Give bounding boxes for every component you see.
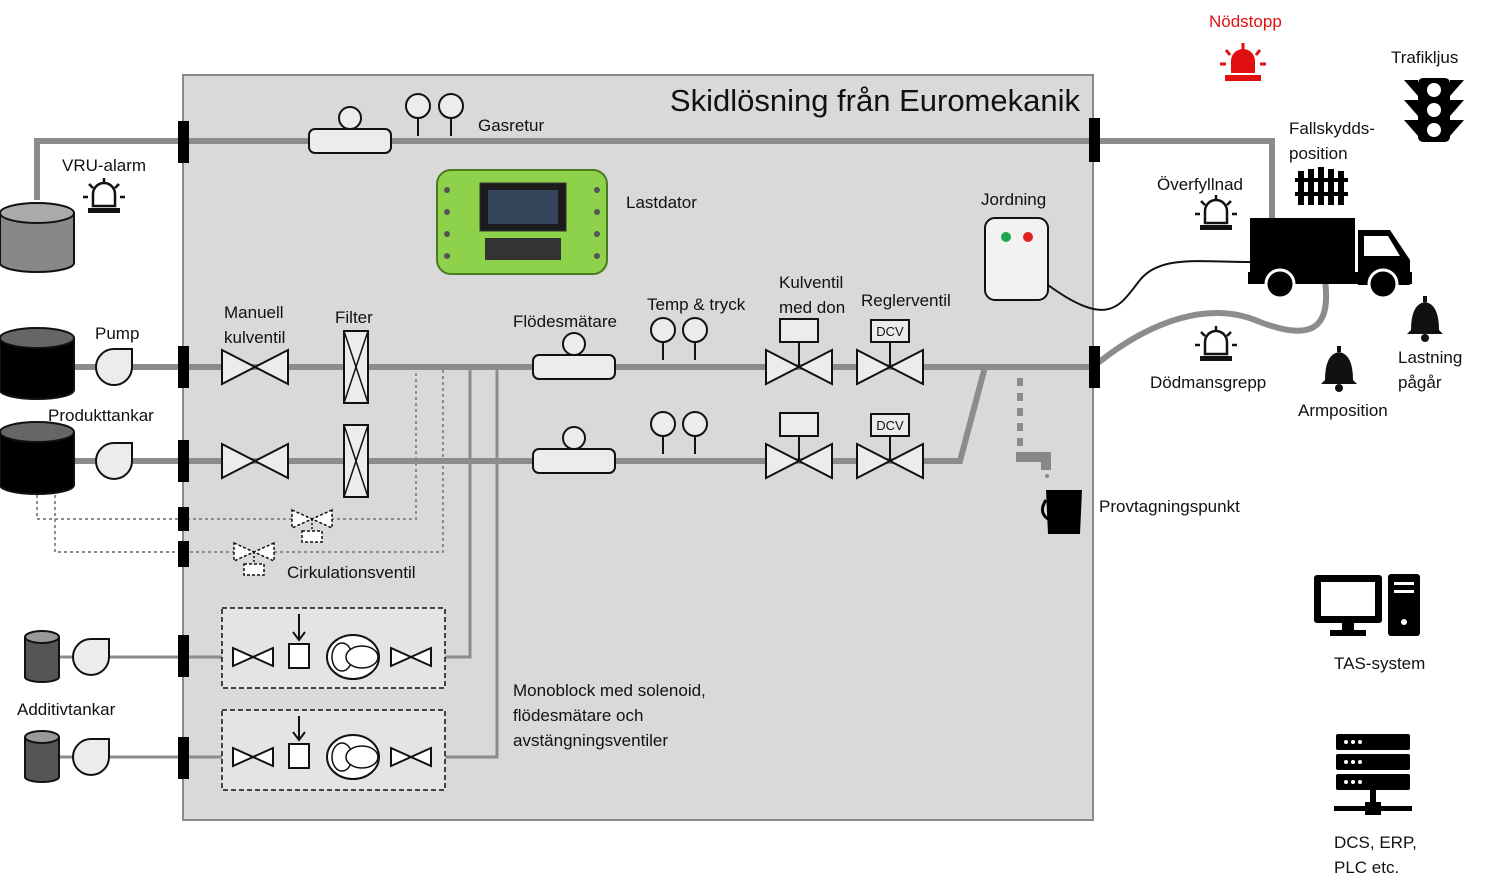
truck-icon bbox=[1248, 218, 1412, 300]
armposition-label: Armposition bbox=[1298, 401, 1388, 420]
loading-arm bbox=[1091, 279, 1330, 370]
additive-line-1 bbox=[60, 367, 472, 659]
vru-alarm-label: VRU-alarm bbox=[62, 156, 146, 175]
filter-2-icon bbox=[343, 424, 369, 498]
tas-label: TAS-system bbox=[1334, 654, 1425, 673]
monoblock-2 bbox=[221, 709, 446, 791]
additive-pump-1-icon bbox=[72, 638, 110, 676]
additive-line-2 bbox=[60, 367, 499, 759]
deadman-siren-icon bbox=[1193, 324, 1239, 363]
product-line-2 bbox=[74, 366, 988, 464]
lastning-label-1: Lastning bbox=[1398, 348, 1462, 367]
cirkulationsventil-label: Cirkulationsventil bbox=[287, 563, 416, 582]
additive-tank-1-icon bbox=[24, 630, 60, 683]
product-tank-1-icon bbox=[0, 327, 75, 400]
manuell-kulventil-label-1: Manuell bbox=[224, 303, 284, 322]
kulventil-label-1: Kulventil bbox=[779, 273, 843, 292]
filter-1-icon bbox=[343, 330, 369, 404]
additive-tank-2-icon bbox=[24, 730, 60, 783]
control-valve-2-icon: DCV bbox=[856, 413, 924, 479]
flodesmatare-label: Flödesmätare bbox=[513, 312, 617, 331]
dodmansgrepp-label: Dödmansgrepp bbox=[1150, 373, 1266, 392]
traffic-light-icon bbox=[1404, 78, 1464, 142]
overfill-siren-icon bbox=[1193, 193, 1239, 232]
monoblock-label-2: flödesmätare och bbox=[513, 706, 643, 725]
bucket-icon bbox=[1040, 490, 1082, 534]
actuated-ball-valve-1-icon bbox=[765, 318, 833, 385]
kulventil-label-2: med don bbox=[779, 298, 845, 317]
provtagningspunkt-label: Provtagningspunkt bbox=[1099, 497, 1240, 516]
vru-tank-icon bbox=[0, 202, 75, 273]
additive-pump-2-icon bbox=[72, 738, 110, 776]
control-valve-1-icon: DCV bbox=[856, 319, 924, 385]
fence-icon bbox=[1295, 167, 1348, 205]
arm-position-bell-icon bbox=[1321, 346, 1357, 392]
product-tank-2-icon bbox=[0, 421, 75, 495]
monoblock-1 bbox=[221, 607, 446, 689]
dcv-label: DCV bbox=[876, 324, 904, 339]
fallskydd-label-1: Fallskydds- bbox=[1289, 119, 1375, 138]
grounding-cable bbox=[1047, 260, 1251, 311]
overfyllnad-label: Överfyllnad bbox=[1157, 175, 1243, 194]
manuell-kulventil-label-2: kulventil bbox=[224, 328, 285, 347]
flanges bbox=[178, 118, 1100, 779]
lastdator-icon bbox=[436, 169, 608, 275]
reglerventil-label: Reglerventil bbox=[861, 291, 951, 310]
dcs-label-2: PLC etc. bbox=[1334, 858, 1399, 877]
monitor-icon bbox=[1314, 574, 1420, 636]
gas-return-pipe bbox=[34, 138, 1275, 220]
pump-1-icon bbox=[95, 348, 133, 386]
dcv-label: DCV bbox=[876, 418, 904, 433]
fallskydd-label-2: position bbox=[1289, 144, 1348, 163]
emergency-stop-siren-icon bbox=[1218, 41, 1268, 83]
filter-label: Filter bbox=[335, 308, 373, 327]
vru-siren-icon bbox=[81, 176, 127, 215]
monoblock-label-3: avstängningsventiler bbox=[513, 731, 668, 750]
lastning-label-2: pågår bbox=[1398, 373, 1442, 392]
monoblock-label-1: Monoblock med solenoid, bbox=[513, 681, 706, 700]
dcs-label-1: DCS, ERP, bbox=[1334, 833, 1417, 852]
jordning-label: Jordning bbox=[981, 190, 1046, 209]
actuated-ball-valve-2-icon bbox=[765, 412, 833, 479]
pump-2-icon bbox=[95, 442, 133, 480]
skid-box bbox=[182, 74, 1094, 821]
loading-bell-icon bbox=[1407, 296, 1443, 342]
server-icon bbox=[1334, 734, 1412, 815]
tap-icon bbox=[1016, 452, 1051, 478]
circulation-line-1 bbox=[36, 367, 417, 520]
additivtankar-label: Additivtankar bbox=[17, 700, 116, 719]
grounding-box-icon bbox=[984, 217, 1049, 301]
temp-tryck-label: Temp & tryck bbox=[647, 295, 746, 314]
lastdator-label: Lastdator bbox=[626, 193, 697, 212]
trafikljus-label: Trafikljus bbox=[1391, 48, 1458, 67]
produkttankar-label: Produkttankar bbox=[48, 406, 154, 425]
skid-title: Skidlösning från Euromekanik bbox=[670, 83, 1081, 118]
gasretur-label: Gasretur bbox=[478, 116, 544, 135]
nodstopp-label: Nödstopp bbox=[1209, 12, 1282, 31]
pump-label: Pump bbox=[95, 324, 139, 343]
